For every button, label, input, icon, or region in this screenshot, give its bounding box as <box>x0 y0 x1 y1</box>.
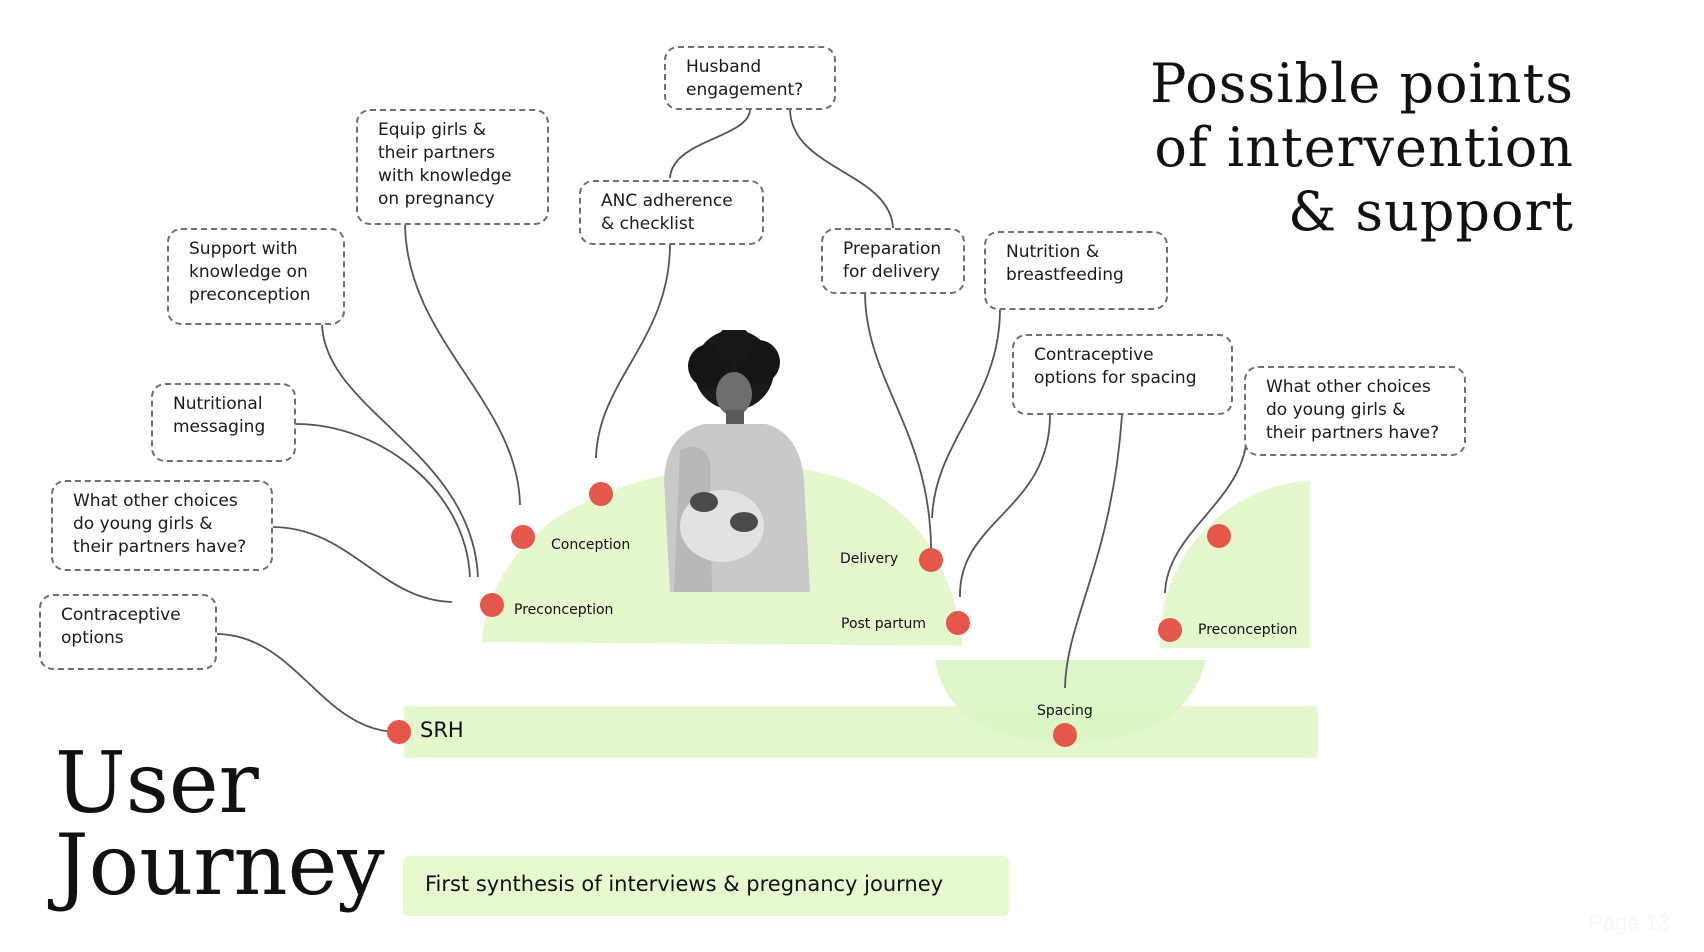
pregnant-woman-photo <box>664 330 810 592</box>
connector-contraceptive-srh <box>215 633 399 733</box>
user-journey-title: User Journey <box>55 734 385 914</box>
connector-lines <box>215 109 1248 733</box>
journey-nodes <box>387 482 1231 747</box>
note-contraceptive-options: Contraceptive options <box>39 594 217 670</box>
connector-equip-conception <box>404 221 521 506</box>
node-spacing <box>1053 723 1077 747</box>
stage-label-preconception-2: Preconception <box>1198 622 1298 638</box>
stage-label-post-partum: Post partum <box>841 616 926 632</box>
connector-support-preconception <box>321 321 479 578</box>
spacing-dome <box>935 660 1206 744</box>
note-nutrition-breastfeeding: Nutrition & breastfeeding <box>984 231 1168 310</box>
note-nutritional-messaging: Nutritional messaging <box>151 383 296 462</box>
node-delivery <box>919 548 943 572</box>
note-anc-adherence: ANC adherence & checklist <box>579 180 764 245</box>
connector-anc-conception <box>595 243 671 459</box>
note-equip-knowledge: Equip girls & their partners with knowle… <box>356 109 549 225</box>
node-preconception-2 <box>1158 618 1182 642</box>
srh-bar <box>404 706 1318 758</box>
stage-label-spacing: Spacing <box>1037 703 1093 719</box>
node-preconception <box>480 593 504 617</box>
connector-choices-preconception <box>271 526 453 603</box>
connector-spacing-postpartum <box>959 414 1051 598</box>
connector-preparation-delivery <box>864 291 932 549</box>
connector-husband-preparation <box>789 109 894 229</box>
synthesis-badge: First synthesis of interviews & pregnanc… <box>403 856 1009 916</box>
connector-spacing-srh <box>1064 414 1123 689</box>
connector-choices-preconception-2 <box>1164 431 1248 594</box>
note-contraceptive-spacing: Contraceptive options for spacing <box>1012 334 1233 415</box>
stage-label-delivery: Delivery <box>840 551 899 567</box>
node-conception-upper <box>589 482 613 506</box>
node-post-partum <box>946 611 970 635</box>
srh-label: SRH <box>420 718 464 742</box>
note-other-choices-right: What other choices do young girls & thei… <box>1244 366 1466 456</box>
stage-label-preconception: Preconception <box>514 602 614 618</box>
node-conception <box>511 525 535 549</box>
intervention-title: Possible points of intervention & suppor… <box>1150 52 1574 243</box>
connector-nutritional-preconception <box>295 423 471 578</box>
note-preparation-delivery: Preparation for delivery <box>821 228 965 294</box>
second-cycle-arc <box>1160 480 1310 648</box>
note-support-preconception: Support with knowledge on preconception <box>167 228 345 325</box>
node-preconception-2-upper <box>1207 524 1231 548</box>
node-srh <box>387 720 411 744</box>
page-number: Page 13 <box>1588 910 1670 935</box>
connector-nutrition-postpartum <box>931 308 1001 519</box>
stage-label-conception: Conception <box>551 537 631 553</box>
note-other-choices-left: What other choices do young girls & thei… <box>51 480 273 571</box>
note-husband-engagement: Husband engagement? <box>664 46 836 110</box>
connector-husband-anc <box>669 109 751 179</box>
